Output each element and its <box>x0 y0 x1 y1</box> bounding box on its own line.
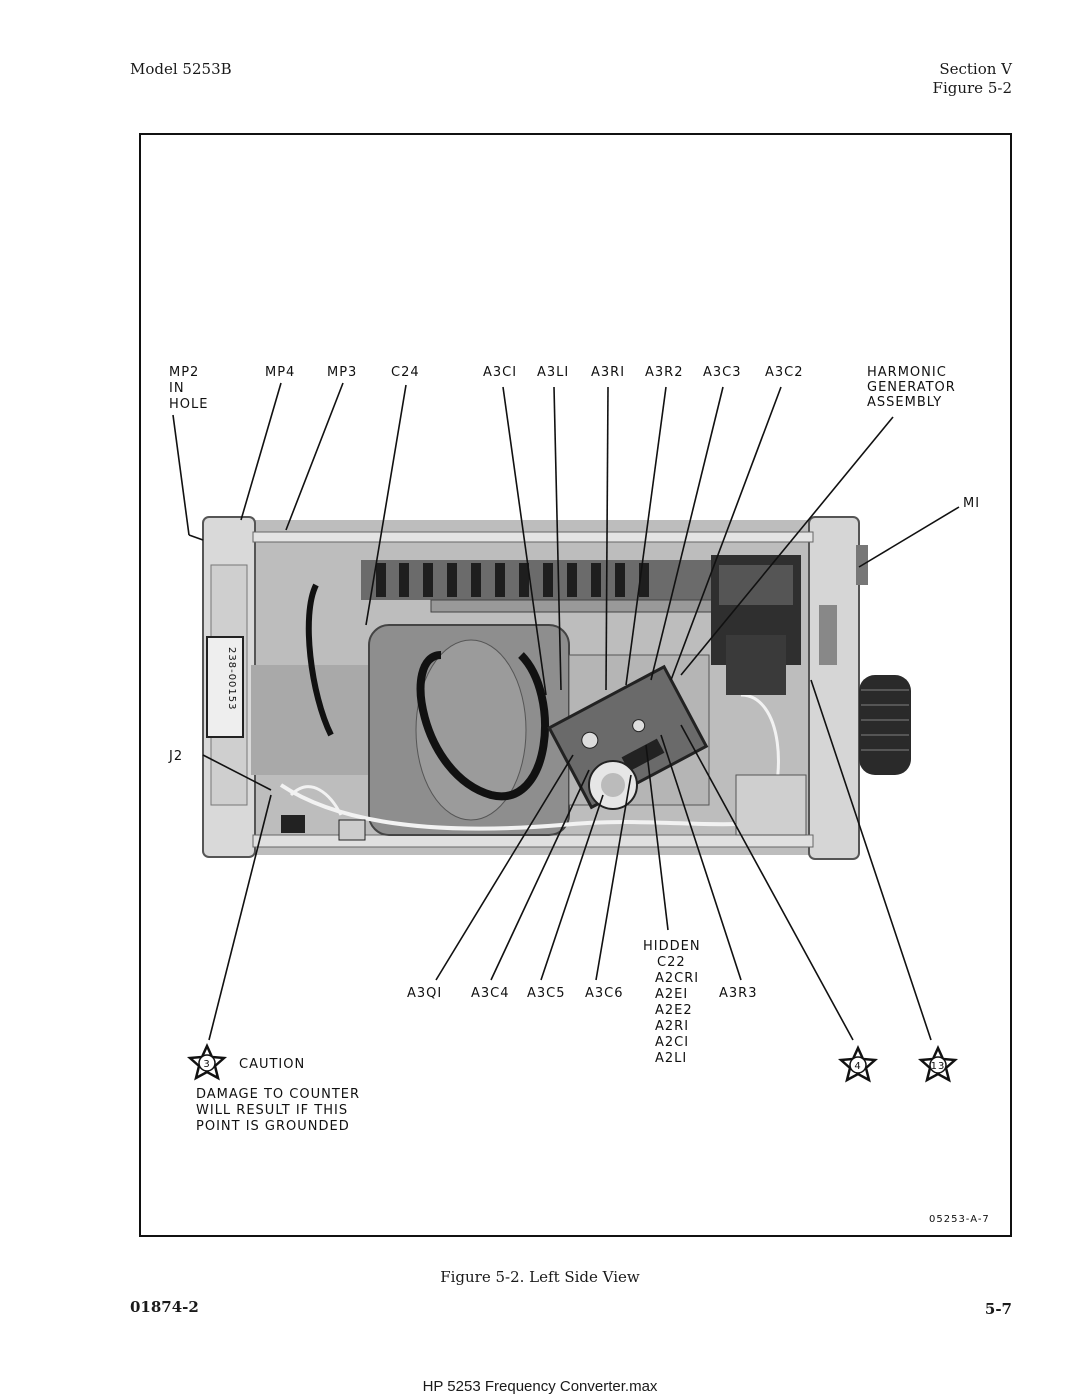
figure-ref-label: Figure 5-2 <box>932 79 1012 97</box>
caution-text: DAMAGE TO COUNTER WILL RESULT IF THIS PO… <box>196 1087 360 1134</box>
harmonic-generator-label: HARMONIC GENERATOR ASSEMBLY <box>867 365 956 410</box>
document-number: 01874-2 <box>130 1298 199 1316</box>
label-a3r3: A3R3 <box>719 986 757 1001</box>
label-a3c3: A3C3 <box>703 365 742 380</box>
label-a3l1: A3LI <box>537 365 569 380</box>
device-photo: 238-00153 <box>202 516 911 860</box>
figure-caption: Figure 5-2. Left Side View <box>440 1268 640 1286</box>
label-a3c6: A3C6 <box>585 986 624 1001</box>
label-a3c4: A3C4 <box>471 986 510 1001</box>
svg-text:DAMAGE TO COUNTER: DAMAGE TO COUNTER <box>196 1087 360 1102</box>
svg-text:MP2: MP2 <box>169 365 199 380</box>
figure-frame: 238-00153 <box>139 133 1012 1237</box>
svg-text:HOLE: HOLE <box>169 397 208 412</box>
label-a3r2: A3R2 <box>645 365 683 380</box>
leader-lines <box>172 382 960 1041</box>
svg-text:GENERATOR: GENERATOR <box>867 380 956 395</box>
section-label: Section V <box>939 60 1012 78</box>
label-c24: C24 <box>391 365 420 380</box>
label-a3q1: A3QI <box>407 986 442 1001</box>
label-j2: J2 <box>168 749 183 764</box>
label-a3r1: A3RI <box>591 365 625 380</box>
caution-title: CAUTION <box>239 1057 305 1072</box>
svg-text:WILL RESULT IF THIS: WILL RESULT IF THIS <box>196 1103 348 1118</box>
svg-text:ASSEMBLY: ASSEMBLY <box>867 395 942 410</box>
svg-text:HIDDEN: HIDDEN <box>643 939 701 954</box>
star-4-marker: 4 <box>837 1044 879 1083</box>
svg-text:4: 4 <box>854 1061 861 1072</box>
svg-text:IN: IN <box>169 381 185 396</box>
label-mp3: MP3 <box>327 365 357 380</box>
drawing-number: 05253-A-7 <box>929 1214 990 1225</box>
mp2-label: MP2 IN HOLE <box>169 365 208 412</box>
model-label: Model 5253B <box>130 60 232 78</box>
figure-illustration: 238-00153 <box>168 365 990 1225</box>
label-mp4: MP4 <box>265 365 295 380</box>
page-number: 5-7 <box>984 1300 1012 1318</box>
label-m1: MI <box>963 496 980 511</box>
section-header: Section V Figure 5-2 <box>933 60 1012 98</box>
label-a3c1: A3CI <box>483 365 517 380</box>
label-a3c5: A3C5 <box>527 986 566 1001</box>
hidden-components-label: HIDDEN C22 A2CRI A2EI A2E2 A2RI A2CI A2L… <box>643 939 701 1066</box>
svg-text:A2CI: A2CI <box>655 1035 689 1050</box>
nameplate <box>206 636 244 738</box>
svg-text:A2RI: A2RI <box>655 1019 689 1034</box>
svg-text:3: 3 <box>203 1059 210 1070</box>
svg-text:A2LI: A2LI <box>655 1051 687 1066</box>
nameplate-text: 238-00153 <box>226 647 237 711</box>
svg-text:A2E2: A2E2 <box>655 1003 693 1018</box>
label-a3c2: A3C2 <box>765 365 804 380</box>
file-name-footer: HP 5253 Frequency Converter.max <box>422 1378 658 1395</box>
svg-text:13: 13 <box>931 1061 946 1072</box>
star-13-marker: 13 <box>917 1044 959 1083</box>
svg-text:A2CRI: A2CRI <box>655 971 699 986</box>
svg-text:C22: C22 <box>657 955 686 970</box>
svg-text:A2EI: A2EI <box>655 987 688 1002</box>
caution-star-3: 3 <box>186 1042 228 1081</box>
svg-text:POINT IS GROUNDED: POINT IS GROUNDED <box>196 1119 350 1134</box>
svg-text:HARMONIC: HARMONIC <box>867 365 947 380</box>
